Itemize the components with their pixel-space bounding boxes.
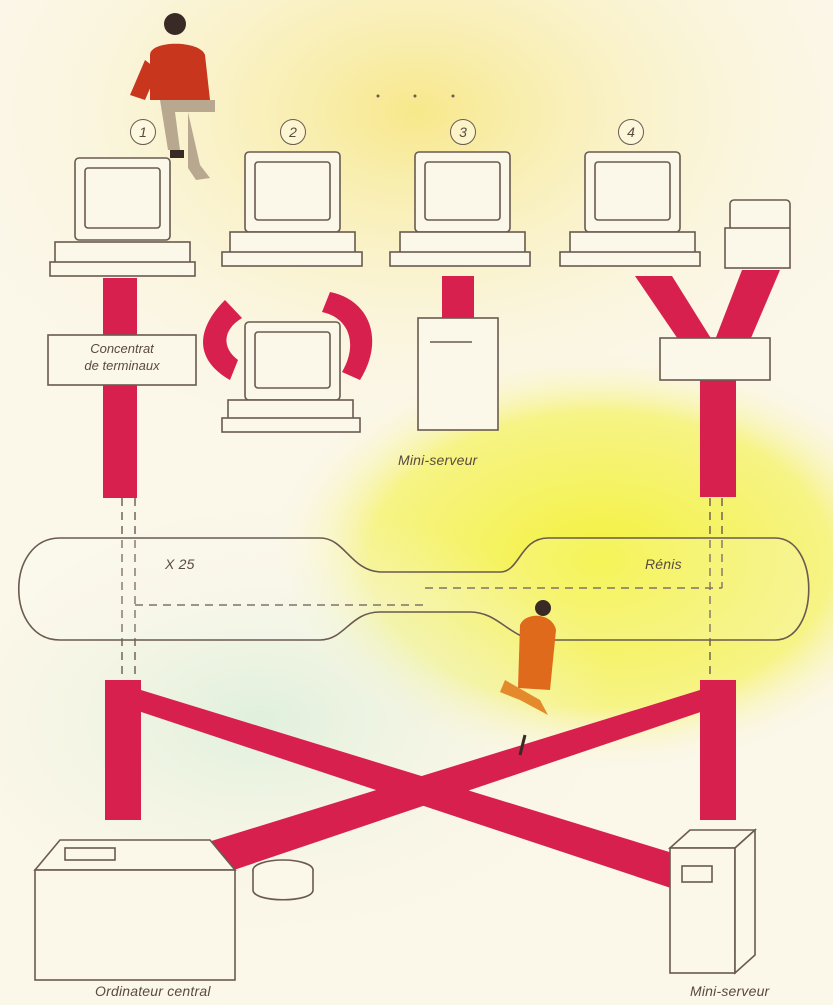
concentrator-label-line1: Concentrat — [50, 340, 194, 357]
concentrator-label-line2: de terminaux — [50, 357, 194, 374]
mini-server-bottom-label: Mini-serveur — [690, 983, 769, 999]
terminal-number-badge: 4 — [618, 119, 644, 145]
network-label-x25: X 25 — [165, 556, 195, 572]
server-icon — [418, 318, 498, 430]
terminal-number-badge: 1 — [130, 119, 156, 145]
mainframe-icon — [35, 840, 235, 980]
printer-icon — [725, 200, 790, 268]
central-computer-label: Ordinateur central — [95, 983, 211, 999]
terminal-number-badge: 3 — [450, 119, 476, 145]
junction-box — [660, 338, 770, 380]
disk-icon — [253, 860, 313, 900]
terminal-number-badge: 2 — [280, 119, 306, 145]
network-label-renis: Rénis — [645, 556, 682, 572]
concentrator-label: Concentrat de terminaux — [50, 340, 194, 374]
mini-server-label: Mini-serveur — [398, 452, 477, 468]
server-icon — [670, 830, 755, 973]
